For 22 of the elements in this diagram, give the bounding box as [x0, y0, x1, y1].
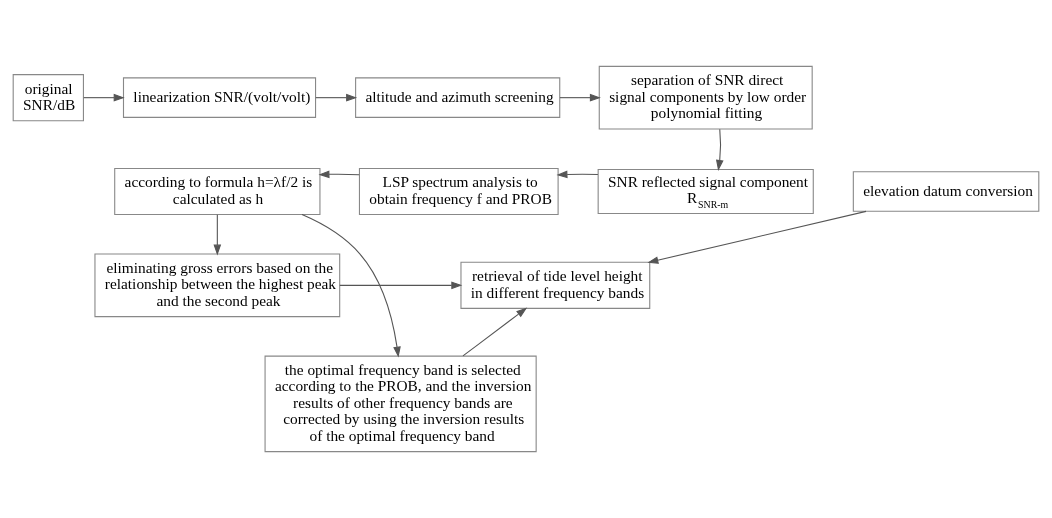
node-box: the optimal frequency band is selected according to the PROB, and the inversion results of other frequency bands are corrected by using the inversion results of the optimal frequency band	[264, 355, 537, 453]
arrow	[339, 281, 463, 290]
node-box: separation of SNR direct signal components by low order polynomial fitting	[598, 65, 813, 130]
node-box: original SNR/dB	[12, 74, 84, 122]
arrow	[559, 93, 601, 102]
node-box: SNR reflected signal component R$_{SNR-m}$	[597, 169, 814, 214]
node-box: retrieval of tide level height in different frequency bands	[460, 261, 651, 309]
arrow	[556, 170, 599, 179]
arrow	[83, 93, 125, 102]
node-box: linearization SNR/(volt/volt)	[122, 77, 317, 118]
arrow	[315, 93, 358, 102]
node-box: LSP spectrum analysis to obtain frequency f and PROB	[358, 167, 559, 216]
arrow	[715, 128, 724, 171]
node-box: according to formula h=λf/2 is calculated as h	[114, 167, 321, 216]
arrow	[301, 214, 401, 358]
node-box: elevation datum conversion	[852, 171, 1040, 212]
arrow	[213, 214, 222, 256]
node-box: eliminating gross errors based on the relationship between the highest peak and the second peak	[94, 253, 341, 318]
node-box: altitude and azimuth screening	[355, 77, 561, 118]
arrow	[647, 210, 867, 264]
arrow	[318, 170, 360, 179]
arrow	[462, 307, 528, 357]
